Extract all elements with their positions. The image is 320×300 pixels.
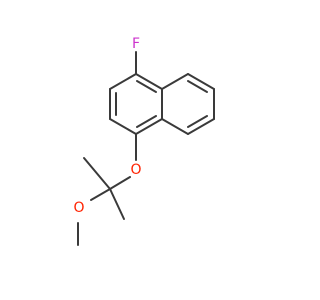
fluorine-label: F — [132, 36, 140, 52]
bond-c8a-c1 — [135, 73, 163, 90]
bond-quaternary-carbon-methyl-down — [109, 188, 125, 220]
bond-c4-c4a — [135, 118, 163, 135]
double-bond-c8-c7-inner — [187, 80, 208, 93]
molecule-structure: F O O — [73, 36, 215, 246]
double-bond-c4-c4a-inner — [136, 115, 157, 128]
bond-c5-c4a — [161, 118, 189, 135]
bond-c6-c5 — [187, 118, 215, 135]
bond-c8a-c8 — [161, 73, 189, 90]
atom-labels: F O O — [73, 36, 141, 216]
bond-c1-c2 — [109, 73, 137, 90]
bond-c3-c4 — [109, 118, 137, 135]
methoxy-oxygen-label: O — [73, 200, 84, 216]
double-bond-c6-c5-inner — [187, 115, 208, 128]
bond-ether-oxygen-quaternary-carbon — [109, 176, 131, 190]
bond-quaternary-carbon-methyl-up — [83, 157, 111, 190]
bonds — [77, 51, 215, 246]
bond-c8-c7 — [187, 73, 215, 90]
bond-quaternary-carbon-methoxy-oxygen — [90, 188, 111, 201]
double-bond-c8a-c1-inner — [136, 80, 157, 93]
ether-oxygen-label: O — [130, 162, 141, 178]
